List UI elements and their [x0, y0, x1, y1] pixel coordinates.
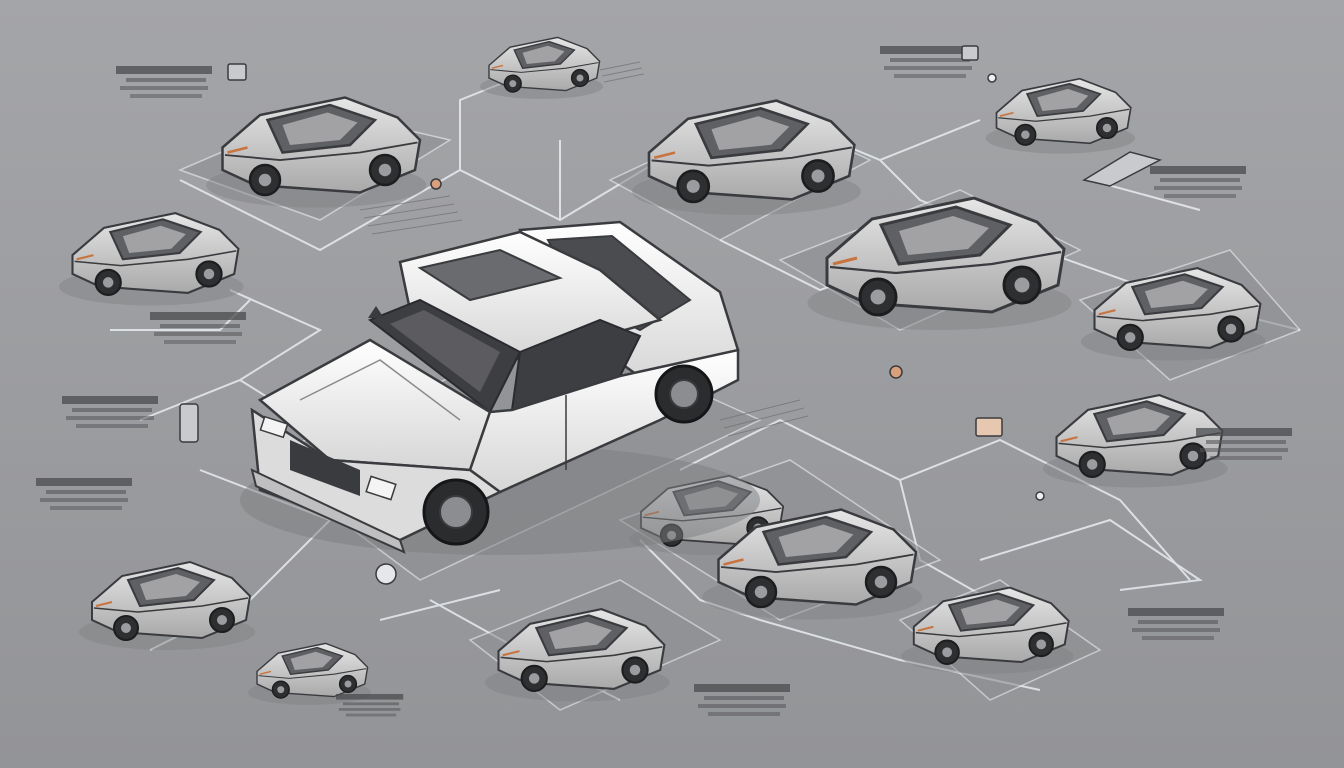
- device-icons: [179, 45, 1163, 585]
- grid-pads: [359, 61, 809, 437]
- main-pickup-truck: [240, 220, 760, 555]
